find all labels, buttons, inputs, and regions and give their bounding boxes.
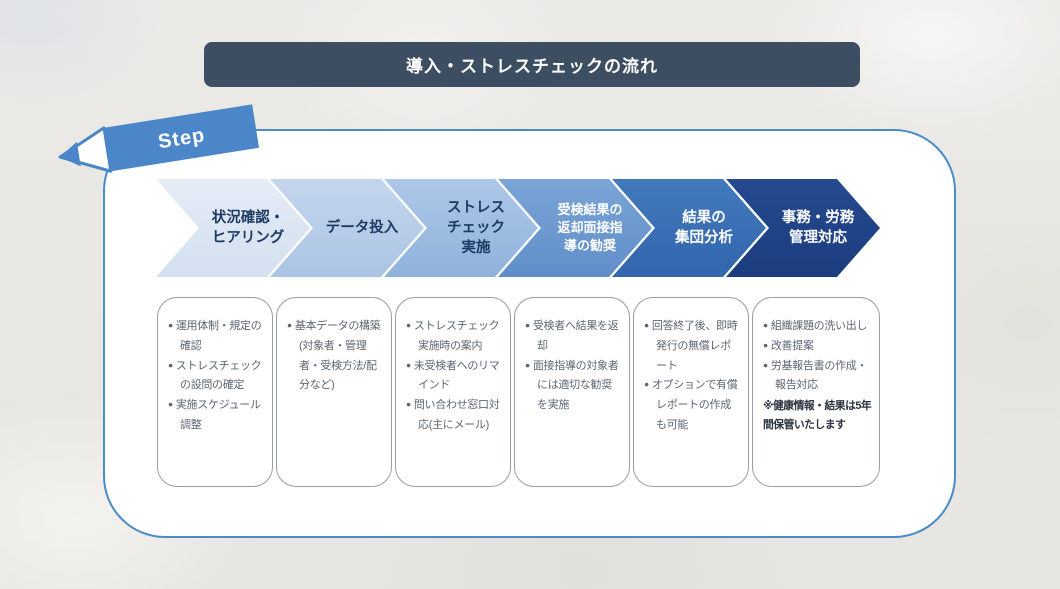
list-item: ストレスチェックの設問の確定 (168, 357, 265, 397)
chevron-step-6-label: 事務・労務 管理対応 (781, 209, 855, 246)
list-item: 問い合わせ窓口対応(主にメール) (406, 396, 503, 436)
list-item: ストレスチェック実施時の案内 (406, 317, 503, 357)
list-item: 改善提案 (763, 337, 872, 357)
bullet-list: 組織課題の洗い出し 改善提案 労基報告書の作成・報告対応 (763, 317, 872, 396)
chevron-step-3-label: ストレス チェック 実施 (447, 199, 505, 257)
chevron-step-2-label: データ投入 (325, 219, 399, 236)
detail-card-step-5: 回答終了後、即時発行の無償レポート オプションで有償レポートの作成も可能 (633, 297, 749, 487)
chevron-step-4-label: 受検結果の 返却面接指 導の勧奨 (557, 201, 623, 254)
list-item: 未受検者へのリマインド (406, 357, 503, 397)
chevron-step-5-label: 結果の 集団分析 (675, 209, 733, 246)
retention-note: ※健康情報・結果は5年間保管いたします (763, 400, 872, 431)
list-item: 回答終了後、即時発行の無償レポート (644, 317, 741, 376)
list-item: 運用体制・規定の確認 (168, 317, 265, 357)
detail-card-step-6: 組織課題の洗い出し 改善提案 労基報告書の作成・報告対応 ※健康情報・結果は5年… (752, 297, 880, 487)
chevron-step-1-label: 状況確認・ ヒアリング (211, 209, 285, 246)
detail-card-step-1: 運用体制・規定の確認 ストレスチェックの設問の確定 実施スケジュール調整 (157, 297, 273, 487)
list-item: 受検者へ結果を返却 (525, 317, 622, 357)
pencil-tip-icon (60, 141, 81, 167)
bullet-list: 回答終了後、即時発行の無償レポート オプションで有償レポートの作成も可能 (644, 317, 741, 436)
detail-card-step-4: 受検者へ結果を返却 面接指導の対象者には適切な勧奨を実施 (514, 297, 630, 487)
bullet-list: 基本データの構築(対象者・管理者・受検方法/配分など) (287, 317, 384, 396)
list-item: オプションで有償レポートの作成も可能 (644, 376, 741, 435)
step-pencil-banner: Step (58, 104, 260, 173)
bullet-list: ストレスチェック実施時の案内 未受検者へのリマインド 問い合わせ窓口対応(主にメ… (406, 317, 503, 436)
page-title: 導入・ストレスチェックの流れ (406, 57, 658, 76)
pencil-body (103, 104, 260, 172)
detail-card-step-3: ストレスチェック実施時の案内 未受検者へのリマインド 問い合わせ窓口対応(主にメ… (395, 297, 511, 487)
list-item: 組織課題の洗い出し (763, 317, 872, 337)
detail-card-step-2: 基本データの構築(対象者・管理者・受検方法/配分など) (276, 297, 392, 487)
bullet-list: 運用体制・規定の確認 ストレスチェックの設問の確定 実施スケジュール調整 (168, 317, 265, 436)
list-item: 基本データの構築(対象者・管理者・受検方法/配分など) (287, 317, 384, 396)
list-item: 面接指導の対象者には適切な勧奨を実施 (525, 357, 622, 416)
bullet-list: 受検者へ結果を返却 面接指導の対象者には適切な勧奨を実施 (525, 317, 622, 416)
list-item: 労基報告書の作成・報告対応 (763, 357, 872, 397)
title-bar: 導入・ストレスチェックの流れ (204, 42, 860, 87)
list-item: 実施スケジュール調整 (168, 396, 265, 436)
